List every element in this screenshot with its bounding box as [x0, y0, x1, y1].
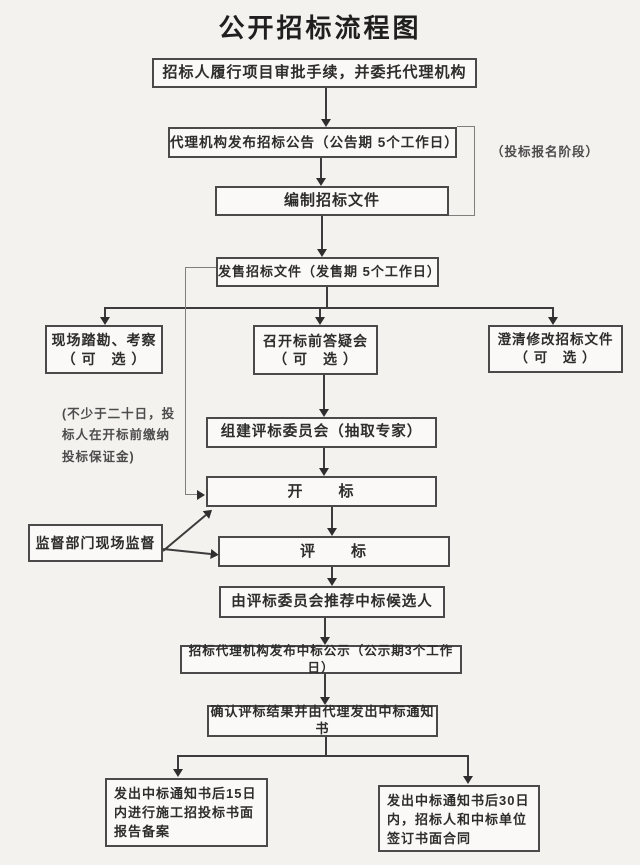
- arrowhead-supervision-evaluation: [210, 549, 220, 560]
- connector-recommend-publicity: [324, 618, 326, 638]
- note-bid-deposit-line2: 标人在开标前缴纳: [62, 428, 171, 443]
- arrowhead-prepare: [316, 178, 326, 186]
- node-site-visit: 现场踏勘、考察 （ 可 选 ）: [45, 325, 163, 374]
- node-supervision-label: 监督部门现场监督: [35, 534, 156, 551]
- arrowhead-opening: [319, 468, 329, 476]
- connector-sell-branch: [326, 287, 328, 309]
- node-confirm-notice: 确认评标结果并由代理发出中标通知书: [207, 704, 438, 737]
- node-bid-opening: 开 标: [206, 476, 437, 507]
- node-win-publicity-label: 招标代理机构发布中标公示（公示期3个工作日）: [188, 644, 454, 675]
- arrowhead-recommend: [327, 578, 337, 586]
- bracket-phase-bottom: [449, 215, 475, 216]
- node-approval: 招标人履行项目审批手续，并委托代理机构: [152, 58, 477, 88]
- node-sign-contract: 发出中标通知书后30日内，招标人和中标单位签订书面合同: [378, 785, 540, 852]
- connector-publicity-confirm: [324, 674, 326, 698]
- node-confirm-notice-label: 确认评标结果并由代理发出中标通知书: [210, 704, 435, 736]
- note-bid-deposit-line3: 投标保证金): [62, 449, 135, 464]
- node-approval-label: 招标人履行项目审批手续，并委托代理机构: [162, 64, 467, 82]
- connector-approval-announcement: [325, 88, 327, 121]
- node-clarify-docs: 澄清修改招标文件 （ 可 选 ）: [488, 325, 623, 373]
- node-qa-meeting-line1: 召开标前答疑会: [263, 332, 368, 349]
- note-registration-phase: （投标报名阶段）: [491, 145, 600, 159]
- node-committee-label: 组建评标委员会（抽取专家）: [220, 424, 423, 441]
- arrowhead-site-visit: [100, 317, 110, 325]
- branch-drop-qa: [319, 307, 321, 318]
- arrowhead-contract: [463, 776, 473, 784]
- arrowhead-clarify: [548, 317, 558, 325]
- node-bid-evaluation-label: 评 标: [299, 542, 368, 560]
- node-win-publicity: 招标代理机构发布中标公示（公示期3个工作日）: [180, 644, 462, 675]
- node-announcement-label: 代理机构发布招标公告（公告期 5个工作日）: [170, 134, 459, 150]
- split-drop-contract: [467, 755, 469, 777]
- node-recommend-candidates-label: 由评标委员会推荐中标候选人: [231, 593, 433, 610]
- node-recommend-candidates: 由评标委员会推荐中标候选人: [219, 586, 445, 618]
- connector-prepare-sell: [321, 216, 323, 251]
- arrowhead-filing: [173, 769, 183, 777]
- node-prepare-docs: 编制招标文件: [215, 186, 449, 216]
- arrowhead-publicity: [320, 637, 330, 645]
- node-filing-label: 发出中标通知书后15日内进行施工招投标书面报告备案: [114, 786, 257, 839]
- bypass-side: [185, 267, 186, 495]
- connector-supervision-opening: [162, 506, 216, 552]
- node-clarify-docs-line1: 澄清修改招标文件: [497, 332, 614, 348]
- node-prepare-docs-label: 编制招标文件: [283, 192, 380, 210]
- node-qa-meeting: 召开标前答疑会 （ 可 选 ）: [253, 325, 378, 375]
- split-drop-filing: [177, 755, 179, 770]
- node-sell-docs: 发售招标文件（发售期 5个工作日）: [216, 257, 441, 287]
- bypass-bottom: [185, 494, 198, 495]
- node-filing: 发出中标通知书后15日内进行施工招投标书面报告备案: [105, 778, 268, 847]
- arrowhead-bypass-opening: [197, 490, 205, 500]
- page-title: 公开招标流程图: [218, 14, 422, 44]
- bypass-top: [185, 267, 216, 268]
- node-announcement: 代理机构发布招标公告（公告期 5个工作日）: [168, 127, 459, 158]
- branch-line-options: [104, 307, 554, 309]
- node-qa-meeting-line2: （ 可 选 ）: [273, 351, 358, 367]
- node-clarify-docs-line2: （ 可 选 ）: [514, 350, 597, 365]
- connector-committee-opening: [323, 448, 325, 469]
- arrowhead-committee: [319, 409, 329, 417]
- connector-supervision-evaluation: [162, 548, 220, 560]
- connector-qa-committee: [323, 375, 325, 410]
- arrowhead-announcement: [321, 119, 331, 127]
- arrowhead-sell: [317, 249, 327, 257]
- bracket-phase-side: [474, 126, 475, 216]
- branch-drop-clarify: [552, 307, 554, 318]
- node-supervision: 监督部门现场监督: [28, 524, 163, 562]
- node-site-visit-line1: 现场踏勘、考察: [51, 332, 157, 349]
- node-sign-contract-label: 发出中标通知书后30日内，招标人和中标单位签订书面合同: [387, 793, 530, 846]
- arrowhead-supervision-opening: [202, 506, 216, 519]
- bracket-phase-top: [457, 126, 475, 127]
- branch-drop-site-visit: [104, 307, 106, 318]
- node-bid-evaluation: 评 标: [218, 536, 450, 567]
- arrowhead-confirm: [320, 697, 330, 705]
- node-committee: 组建评标委员会（抽取专家）: [206, 417, 437, 448]
- node-bid-opening-label: 开 标: [287, 482, 356, 500]
- node-sell-docs-label: 发售招标文件（发售期 5个工作日）: [218, 263, 441, 279]
- node-site-visit-line2: （ 可 选 ）: [61, 350, 147, 367]
- connector-opening-evaluation: [331, 507, 333, 529]
- connector-evaluation-recommend: [331, 567, 333, 579]
- arrowhead-qa: [315, 317, 325, 325]
- connector-confirm-split: [325, 737, 327, 757]
- split-line-bottom: [177, 755, 469, 757]
- connector-announcement-prepare: [320, 158, 322, 179]
- arrowhead-evaluation: [327, 528, 337, 536]
- note-bid-deposit-line1: (不少于二十日，投: [62, 407, 176, 421]
- note-bid-deposit: (不少于二十日，投 标人在开标前缴纳 投标保证金): [62, 404, 202, 468]
